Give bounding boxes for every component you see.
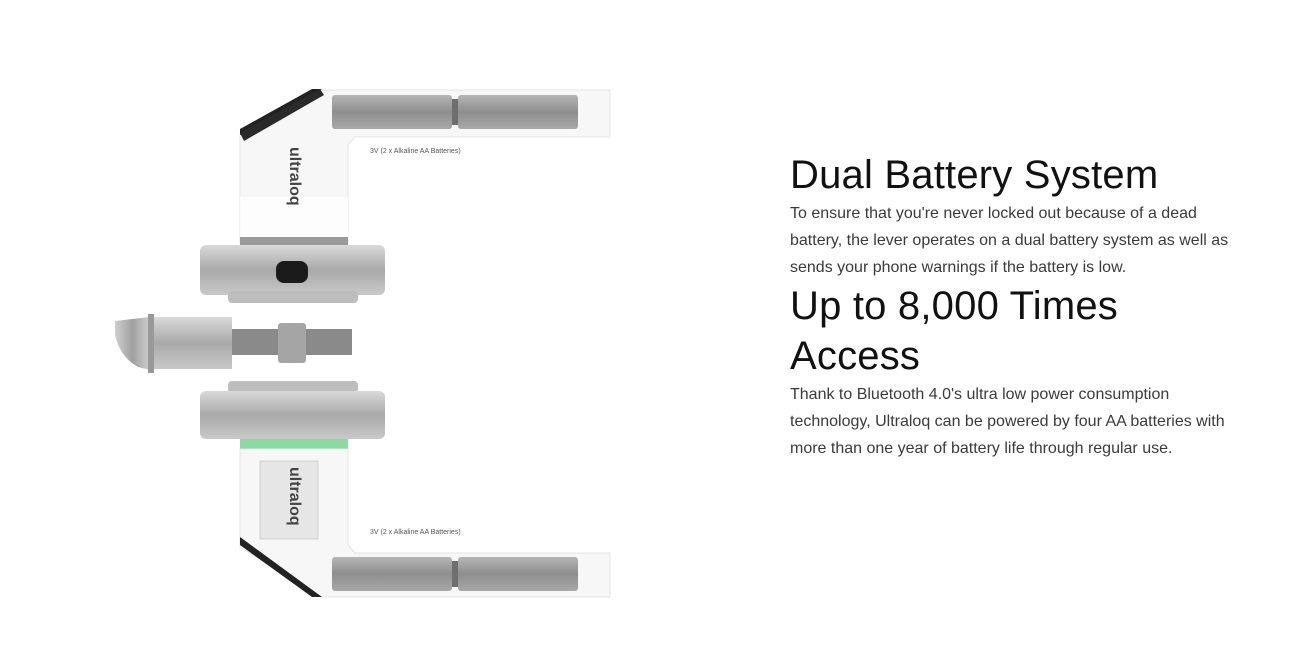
battery-bottom-2 xyxy=(458,557,578,591)
top-handle: ultraloq xyxy=(239,89,611,245)
brand-text-top: ultraloq xyxy=(286,147,303,206)
bottom-handle: ultraloq xyxy=(239,448,611,598)
battery-bottom-1 xyxy=(332,557,452,591)
dual-battery-description: To ensure that you're never locked out b… xyxy=(790,205,1229,276)
battery-note-bottom: 3V (2 x Alkaline AA Batteries) xyxy=(370,529,461,536)
access-count-heading: Up to 8,000 Times Access xyxy=(790,284,1119,378)
top-rose xyxy=(200,245,385,303)
access-count-description: Thank to Bluetooth 4.0's ultra low power… xyxy=(790,386,1225,457)
feature-copy: Dual Battery System To ensure that you'r… xyxy=(790,150,1240,462)
brand-text-bottom: ultraloq xyxy=(286,467,303,526)
dual-battery-heading: Dual Battery System xyxy=(790,153,1159,197)
battery-top-2 xyxy=(458,95,578,129)
lever-lock-exploded-illustration: ultraloq xyxy=(110,85,620,605)
green-indicator-ring xyxy=(240,439,348,449)
battery-top-1 xyxy=(332,95,452,129)
battery-note-top: 3V (2 x Alkaline AA Batteries) xyxy=(370,148,461,155)
bottom-rose xyxy=(200,381,385,449)
spindle-assembly xyxy=(115,314,352,373)
fingerprint-sensor xyxy=(276,261,308,283)
